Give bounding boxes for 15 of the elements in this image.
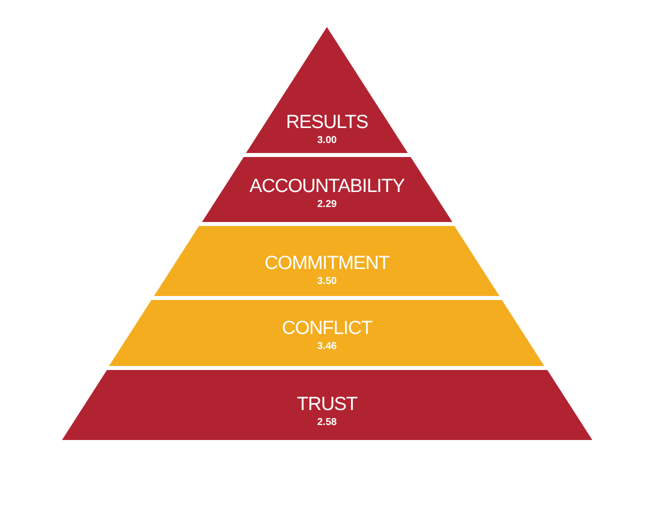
- level-score: 2.29: [317, 198, 337, 211]
- level-score: 3.00: [317, 134, 337, 147]
- level-score: 3.46: [317, 340, 337, 353]
- level-name: COMMITMENT: [264, 253, 390, 275]
- pyramid-level: [109, 300, 545, 366]
- level-name: RESULTS: [286, 112, 368, 134]
- level-score: 3.50: [317, 275, 337, 288]
- level-score: 2.58: [317, 416, 337, 429]
- pyramid-level: [202, 157, 452, 222]
- level-name: CONFLICT: [282, 318, 372, 340]
- pyramid-level: [154, 226, 500, 296]
- level-name: TRUST: [296, 394, 358, 416]
- level-name: ACCOUNTABILITY: [250, 176, 404, 198]
- pyramid-top-triangle: [246, 27, 408, 153]
- pyramid-level: [62, 370, 592, 440]
